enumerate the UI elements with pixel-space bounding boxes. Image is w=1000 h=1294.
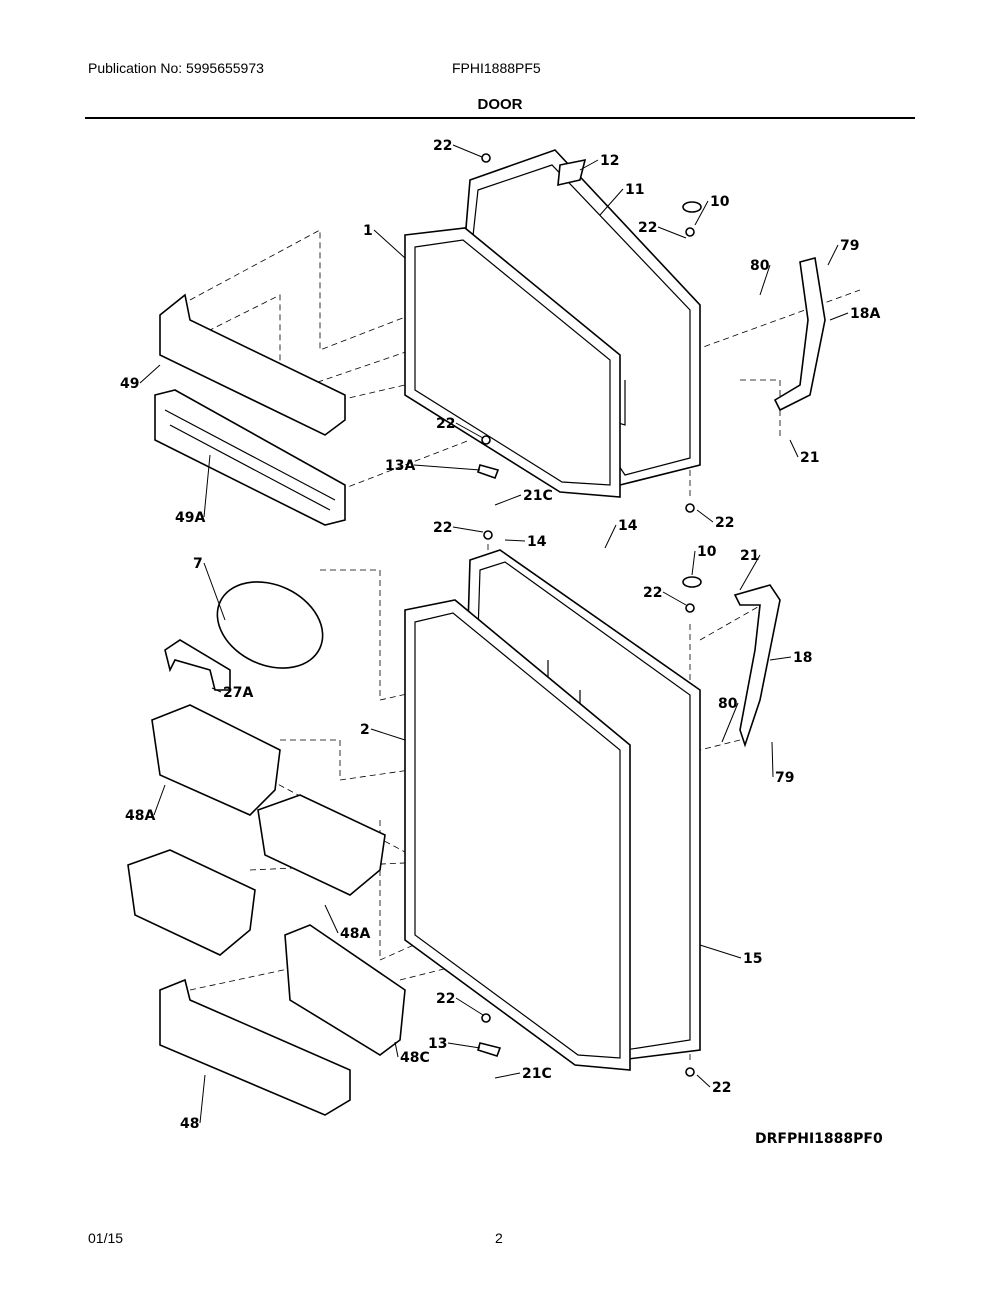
leader-line [211,687,222,693]
leader-line [203,454,211,518]
leader-line [599,188,624,216]
callout-21: 21 [740,548,759,564]
callout-2: 2 [360,722,370,738]
model-number: FPHI1888PF5 [452,60,541,76]
callout-48: 48 [180,1116,199,1132]
callout-49A: 49A [175,510,205,526]
leader-line [696,1074,711,1088]
callout-1: 1 [363,223,373,239]
callout-15: 15 [743,951,762,967]
callout-22: 22 [638,220,657,236]
leader-line [139,364,161,384]
callout-14: 14 [527,534,547,550]
leader-line [447,1042,481,1049]
callout-27A: 27A [223,685,253,701]
leader-line [694,200,709,226]
callout-10: 10 [697,544,717,560]
leader-line [394,1041,399,1058]
leader-line [455,422,484,439]
leader-line [657,226,687,239]
leader-line [769,656,792,661]
callout-22: 22 [712,1080,731,1096]
leader-line [494,494,522,506]
callout-80: 80 [750,258,770,274]
leader-line [452,144,483,158]
callout-22: 22 [715,515,734,531]
header-rule [85,117,915,119]
leader-line [370,728,406,741]
callout-22: 22 [436,991,455,1007]
drawing-id: DRFPHI1888PF0 [755,1131,883,1147]
callout-21C: 21C [523,488,553,504]
leader-line [452,526,484,533]
callout-79: 79 [775,770,794,786]
callout-13A: 13A [385,458,415,474]
parts-drawing [127,149,861,1116]
leader-line [324,904,339,934]
callout-48A: 48A [340,926,370,942]
leader-line [739,554,761,591]
callout-18A: 18A [850,306,880,322]
leader-line [691,550,696,576]
callout-80: 80 [718,696,738,712]
callout-48C: 48C [400,1050,430,1066]
leader-line [455,997,484,1016]
section-title: DOOR [477,96,523,113]
callout-21: 21 [800,450,819,466]
callout-49: 49 [120,376,139,392]
leader-line [789,439,799,458]
callout-14: 14 [618,518,638,534]
callout-21C: 21C [522,1066,552,1082]
leader-line [771,741,774,778]
publication-number: Publication No: 5995655973 [88,60,264,76]
leader-line [153,784,166,816]
callout-22: 22 [433,520,452,536]
callout-18: 18 [793,650,812,666]
callout-79: 79 [840,238,859,254]
leader-line [203,562,226,621]
leader-line [199,1074,206,1124]
callout-22: 22 [433,138,452,154]
leader-line [504,539,526,542]
leader-line [759,264,771,296]
callout-22: 22 [436,416,455,432]
callout-11: 11 [625,182,644,198]
leader-line [699,944,742,959]
leader-line [413,464,481,471]
leader-line [373,229,406,259]
leader-line [662,591,687,606]
callout-48A: 48A [125,808,155,824]
leader-line [827,244,839,266]
leader-line [494,1072,521,1079]
callout-12: 12 [600,153,619,169]
leader-line [721,702,739,743]
leader-line [604,524,617,549]
callout-10: 10 [710,194,730,210]
leader-line [696,509,714,523]
callout-22: 22 [643,585,662,601]
callout-7: 7 [193,556,203,572]
page-number: 2 [495,1230,503,1246]
callout-13: 13 [428,1036,447,1052]
footer-date: 01/15 [88,1230,124,1246]
leader-line [579,159,599,171]
leader-line [829,312,849,321]
